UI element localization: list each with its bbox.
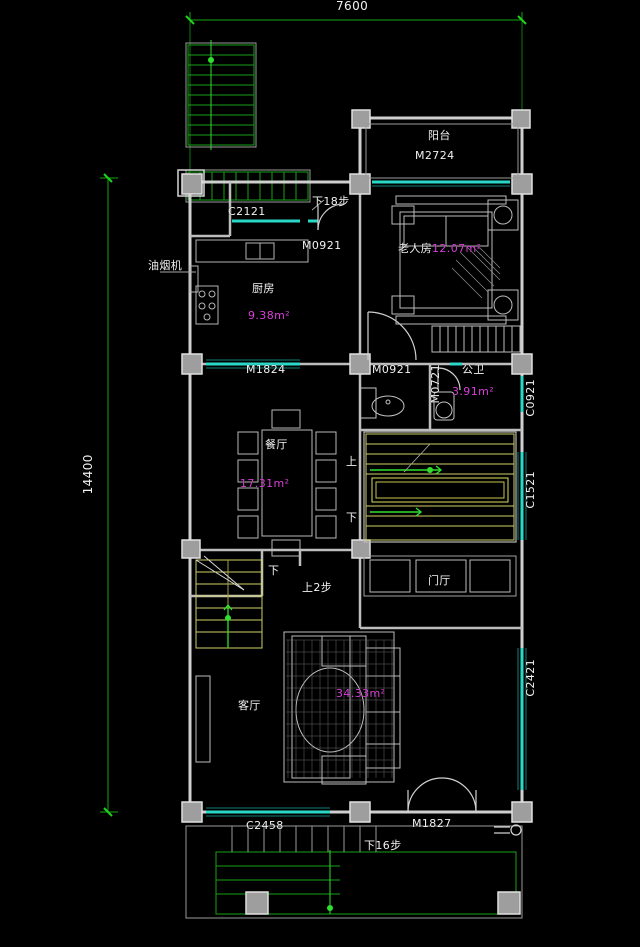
kitchen-fixtures	[189, 239, 309, 325]
living-room-label: 客厅	[238, 699, 261, 712]
living-room-furniture	[195, 559, 511, 785]
door-m0921-elder	[367, 311, 417, 361]
secondary-staircase	[195, 555, 263, 649]
console	[415, 559, 467, 593]
dining-chair	[315, 459, 337, 483]
bathroom-fixtures	[359, 387, 455, 421]
secondary-staircase-arrow	[223, 603, 233, 648]
dining-label: 餐厅	[265, 438, 288, 451]
dining-chair	[237, 487, 259, 511]
washbasin	[371, 395, 405, 417]
window-code-c0921: C0921	[524, 378, 538, 417]
entry-hall-outline	[363, 555, 517, 597]
dining-chair	[315, 487, 337, 511]
public-bath-area: 3.91m²	[452, 385, 495, 398]
dining-chair	[271, 539, 301, 557]
elder-room-area: 12.07m²	[432, 242, 482, 255]
dimension-ticks	[103, 15, 527, 817]
rug-texture	[286, 639, 394, 778]
kitchen-label: 厨房	[252, 282, 275, 295]
bath-cabinet	[359, 387, 377, 419]
window-code-c2458: C2458	[246, 819, 284, 832]
stair-down-mid-label: 下	[346, 511, 358, 524]
exterior-stair-top	[187, 40, 309, 201]
elder-room-label: 老人房	[398, 242, 433, 255]
area-rug	[283, 631, 395, 783]
corner-table	[487, 289, 519, 321]
dimension-lines	[100, 12, 523, 813]
range-hood-symbol	[189, 265, 199, 293]
leader-lines	[160, 199, 431, 473]
nightstand	[391, 295, 415, 315]
door-m1827-left	[407, 777, 443, 813]
window-code-c2421: C2421	[524, 658, 538, 697]
dining-chair	[237, 459, 259, 483]
exterior-stair-bottom	[215, 850, 517, 915]
dining-chair	[271, 409, 301, 429]
public-bath-label: 公卫	[462, 363, 485, 376]
dining-chair	[315, 431, 337, 455]
window-code-c1521: C1521	[524, 470, 538, 509]
door-m0721-bath	[437, 367, 461, 391]
dining-chair	[237, 515, 259, 539]
range-hood-label: 油烟机	[148, 259, 183, 272]
door-m1827-right	[441, 777, 477, 813]
elder-room-hatch	[451, 245, 501, 299]
door-code-m0921-hall: M0921	[372, 363, 412, 376]
nightstand	[391, 205, 415, 225]
sofa-main	[291, 635, 351, 779]
corner-table	[487, 199, 519, 231]
door-code-m1827: M1827	[412, 817, 452, 830]
dining-table	[261, 429, 313, 537]
dining-chair	[237, 431, 259, 455]
closet	[395, 315, 507, 325]
staircase-walls	[363, 431, 517, 543]
toilet	[433, 391, 455, 421]
kitchen-stove	[195, 285, 219, 325]
dining-area: 17.31m²	[240, 477, 290, 490]
door-code-m1824: M1824	[246, 363, 286, 376]
coffee-table	[295, 667, 365, 753]
elder-room-furniture	[391, 195, 521, 353]
closet	[395, 195, 507, 205]
stair-down-left-label: 下	[268, 564, 280, 577]
balcony-door-code: M2724	[415, 149, 455, 162]
sofa-side	[365, 647, 401, 769]
stair-up-label: 上	[346, 455, 358, 468]
stair-up-2-label: 上2步	[302, 581, 333, 594]
tv-cabinet	[195, 675, 211, 763]
dimension-top-label: 7600	[336, 0, 369, 13]
dining-furniture	[237, 409, 337, 557]
kitchen-area: 9.38m²	[248, 309, 291, 322]
dining-chair	[315, 515, 337, 539]
exterior-platform-bottom	[185, 825, 523, 919]
staircase-arrows	[370, 465, 443, 517]
stair-down-16-label: 下16步	[364, 839, 402, 852]
balcony-outline	[365, 123, 519, 179]
kitchen-counter	[195, 239, 309, 263]
door-code-m0721: M0721	[428, 364, 442, 404]
console	[469, 559, 511, 593]
wardrobe	[431, 325, 521, 353]
windows	[206, 180, 524, 814]
window-code-c2121: C2121	[228, 205, 266, 218]
exit-symbol	[494, 824, 522, 836]
stair-down-18-label: 下18步	[312, 195, 350, 208]
console	[369, 559, 411, 593]
living-room-area: 34.33m²	[336, 687, 386, 700]
main-staircase	[365, 433, 515, 541]
door-code-m0921-kitchen: M0921	[302, 239, 342, 252]
dimension-left-label: 14400	[80, 454, 95, 495]
balcony-label: 阳台	[428, 129, 451, 142]
doors	[317, 203, 477, 813]
structural-columns	[177, 109, 533, 915]
entry-hall-label: 门厅	[428, 574, 451, 587]
